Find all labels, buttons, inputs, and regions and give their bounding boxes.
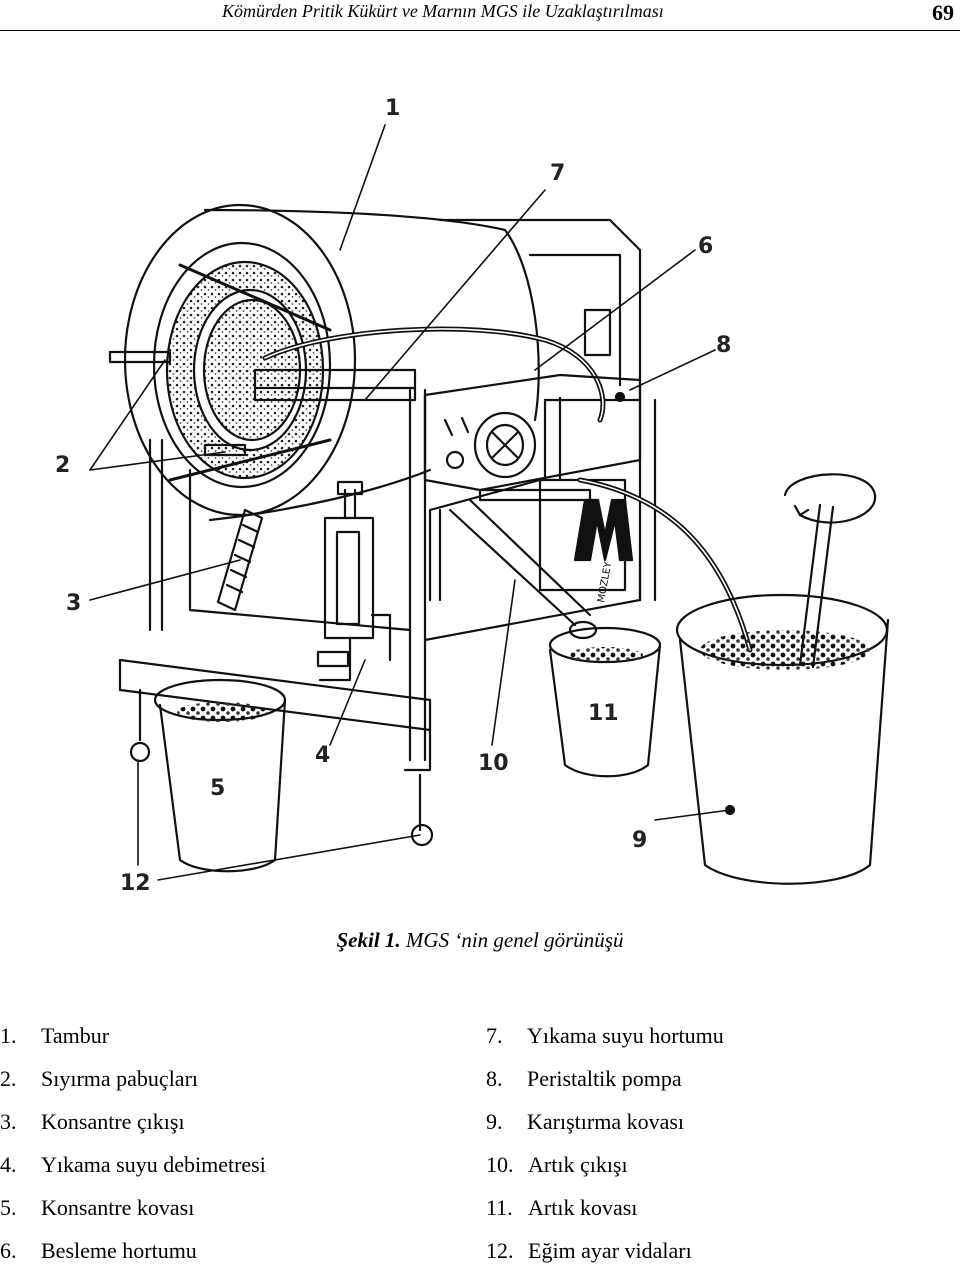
callout-10: 10: [478, 751, 509, 776]
legend-item-number: 10.: [486, 1152, 514, 1177]
legend-item-number: 5.: [0, 1195, 17, 1220]
legend-item-text: Peristaltik pompa: [527, 1066, 682, 1091]
legend-item: 7. Yıkama suyu hortumu: [486, 1014, 724, 1057]
callout-12: 12: [120, 871, 151, 896]
callout-2: 2: [55, 453, 70, 478]
wash-water-hose: [253, 326, 606, 423]
legend-left-column: 1. Tambur 2. Sıyırma pabuçları 3. Konsantre…: [0, 1014, 266, 1272]
legend-item: 12. Eğim ayar vidaları: [486, 1229, 724, 1272]
legend-item-number: 4.: [0, 1152, 17, 1177]
legend-item-text: Tambur: [41, 1023, 110, 1048]
legend-item-text: Konsantre çıkışı: [41, 1109, 185, 1134]
mixing-bucket: [675, 473, 890, 885]
legend-item-number: 3.: [0, 1109, 17, 1134]
frame: [118, 388, 657, 847]
legend-item: 6. Besleme hortumu: [0, 1229, 266, 1272]
callout-5: 5: [210, 776, 225, 801]
legend-item-text: Besleme hortumu: [41, 1238, 197, 1263]
callout-6: 6: [698, 234, 713, 259]
callout-4: 4: [315, 743, 330, 768]
tilt-screw-left: [129, 741, 151, 763]
mozley-plate: [573, 498, 634, 562]
legend-item-text: Artık kovası: [528, 1195, 638, 1220]
scraper-shoes: [108, 350, 247, 457]
legend-item-text: Karıştırma kovası: [527, 1109, 685, 1134]
callout-9: 9: [632, 828, 647, 853]
callout-1: 1: [385, 96, 400, 121]
legend-right-column: 7. Yıkama suyu hortumu 8. Peristaltik pomp…: [486, 1014, 724, 1272]
callout-8: 8: [716, 333, 731, 358]
tilt-screw-right: [410, 823, 434, 847]
peristaltic-pump: [423, 373, 642, 502]
tailings-bucket: [548, 626, 662, 778]
legend-item-number: 2.: [0, 1066, 17, 1091]
legend-item-text: Konsantre kovası: [41, 1195, 195, 1220]
legend-item: 4. Yıkama suyu debimetresi: [0, 1143, 266, 1186]
legend-item-number: 11.: [486, 1195, 513, 1220]
legend-item: 2. Sıyırma pabuçları: [0, 1057, 266, 1100]
figure-caption-text: MGS ‘nin genel görünüşü: [400, 928, 624, 952]
legend-item-text: Sıyırma pabuçları: [41, 1066, 199, 1091]
mgs-drawing: MOZLEY: [55, 96, 890, 896]
callout-11: 11: [588, 701, 619, 726]
legend-item-number: 7.: [486, 1023, 503, 1048]
legend-item-number: 8.: [486, 1066, 503, 1091]
legend-item-text: Eğim ayar vidaları: [528, 1238, 692, 1263]
legend-item: 5. Konsantre kovası: [0, 1186, 266, 1229]
concentrate-bucket: [153, 678, 287, 873]
leader-lines: [89, 124, 731, 881]
callout-7: 7: [550, 161, 565, 186]
legend-item-text: Artık çıkışı: [528, 1152, 628, 1177]
mgs-figure: MOZLEY: [0, 40, 960, 920]
legend-item-text: Yıkama suyu hortumu: [527, 1023, 724, 1048]
legend-item-text: Yıkama suyu debimetresi: [41, 1152, 266, 1177]
legend-item-number: 9.: [486, 1109, 503, 1134]
legend-item: 9. Karıştırma kovası: [486, 1100, 724, 1143]
legend-item-number: 6.: [0, 1238, 17, 1263]
figure-caption-label: Şekil 1.: [336, 928, 401, 952]
header-title: Kömürden Pritik Kükürt ve Marnın MGS ile…: [222, 1, 664, 21]
tailings-outlet: [448, 498, 598, 640]
running-header: Kömürden Pritik Kükürt ve Marnın MGS ile…: [0, 0, 960, 31]
callout-3: 3: [66, 591, 81, 616]
legend-item-number: 12.: [486, 1238, 514, 1263]
legend-item: 3. Konsantre çıkışı: [0, 1100, 266, 1143]
legend-item: 8. Peristaltik pompa: [486, 1057, 724, 1100]
callout-labels: 1 2 3 4 5 6 7 8 9 10 11 12: [55, 96, 731, 896]
page-number: 69: [932, 0, 954, 25]
concentrate-outlet: [216, 508, 264, 612]
drum: [123, 203, 540, 522]
legend-item: 11. Artık kovası: [486, 1186, 724, 1229]
legend-item-number: 1.: [0, 1023, 17, 1048]
mozley-text: MOZLEY: [596, 560, 614, 604]
feed-hose: [577, 477, 753, 653]
legend-item: 10. Artık çıkışı: [486, 1143, 724, 1186]
wash-water-flowmeter: [316, 480, 392, 682]
legend-item: 1. Tambur: [0, 1014, 266, 1057]
figure-caption: Şekil 1. MGS ‘nin genel görünüşü: [0, 928, 960, 953]
